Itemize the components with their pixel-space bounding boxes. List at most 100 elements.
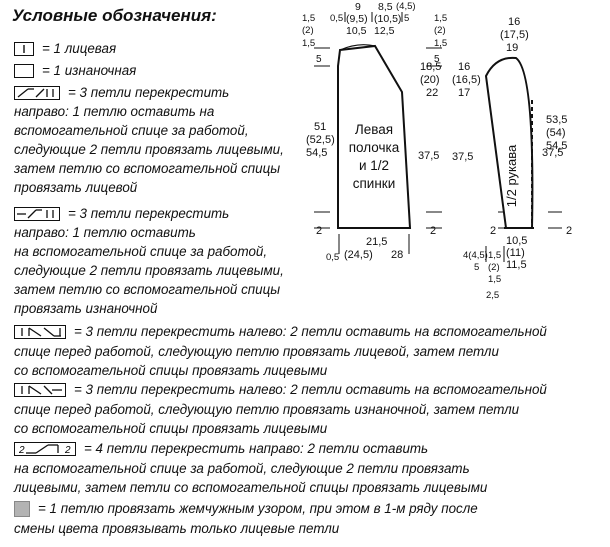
legend-line: = 3 петли перекрестить [68, 85, 230, 100]
legend-line: направо: 1 петлю оставить на [14, 104, 215, 119]
neckline-curve [339, 44, 376, 51]
body-label-line: и 1/2 [359, 158, 389, 173]
legend-line: смены цвета провязывать только лицевые п… [14, 521, 340, 536]
body-label-line: Левая [355, 122, 393, 137]
dim-sleeve-length: (54) [546, 127, 566, 139]
dim-bottom-small: 0,5 [326, 252, 339, 263]
legend-item-seed: = 1 петлю провязать жемчужным узором, пр… [14, 498, 478, 519]
legend-line: = 3 петли перекрестить налево: 2 петли о… [74, 324, 547, 339]
dim-sleeve-length: 53,5 [546, 114, 567, 126]
dim-cuff-left: 5 [474, 262, 479, 273]
legend-line: вспомогательной спице за работой, [14, 123, 249, 138]
dim-neck: (9,5) [346, 13, 368, 25]
dim-sleeve-hem-right: 2 [566, 225, 572, 237]
dim-sleeve-mid: 37,5 [542, 147, 563, 159]
legend-line: на вспомогательной спице за работой, сле… [14, 461, 470, 476]
legend-item-cross-right-purl: = 3 петли перекрестить [14, 203, 229, 224]
legend-line: следующие 2 петли провязать лицевыми, [14, 263, 284, 278]
dim-shoulder: (10,5) [374, 13, 401, 25]
dim-left-five: 5 [316, 54, 322, 65]
cross-left-purl-icon [14, 383, 66, 398]
cross-four-digit-right: 2 [64, 445, 71, 456]
dim-shoulder: 8,5 [378, 1, 393, 13]
legend-line: на вспомогательной спице за работой, [14, 244, 268, 259]
dim-neck: 9 [355, 1, 361, 13]
dim-right-top: 1,5 [434, 13, 447, 24]
body-label-line: спинки [353, 176, 396, 191]
purl-symbol-icon [14, 64, 34, 79]
dim-shoulder: 12,5 [374, 25, 395, 37]
dim-sleeve-top: 19 [506, 42, 518, 54]
dim-mid-left: 37,5 [418, 150, 439, 162]
dim-body-height: (52,5) [306, 134, 335, 146]
legend-line: = 1 петлю провязать жемчужным узором, пр… [38, 501, 478, 516]
dim-cuff-width: (11) [506, 247, 525, 259]
legend-title: Условные обозначения: [12, 6, 217, 25]
dim-armhole: 22 [426, 87, 438, 99]
body-label-line: полочка [349, 140, 400, 155]
dim-hem-left: 2 [316, 225, 322, 237]
dim-right-top: (2) [434, 25, 446, 36]
dim-armhole: 18,5 [420, 61, 441, 73]
dim-sleeve-top: 16 [508, 16, 520, 28]
dim-small-top: 0,5 [330, 13, 343, 24]
legend-line: направо: 1 петлю оставить [14, 225, 196, 240]
legend-text-knit: = 1 лицевая [42, 41, 117, 56]
legend-line: лицевыми, затем петли со вспомогательной… [14, 480, 488, 495]
legend-line: следующие 2 петли провязать лицевыми, [14, 142, 284, 157]
dim-left-top: 1,5 [302, 13, 315, 24]
body-piece-outline [337, 44, 412, 229]
dim-bottom-width: 21,5 [366, 236, 387, 248]
dim-sleeve-cap: (16,5) [452, 74, 481, 86]
legend-line: = 3 петли перекрестить налево: 2 петли о… [74, 382, 547, 397]
legend-line: со вспомогательной спицы провязать лицев… [14, 421, 328, 436]
legend-item-cross-left-purl: = 3 петли перекрестить налево: 2 петли о… [14, 379, 547, 400]
dim-bottom-width: 28 [391, 249, 403, 261]
dim-left-top: 1,5 [302, 38, 315, 49]
cross-left-knit-icon [14, 325, 66, 340]
dim-small-top: (4,5) [396, 1, 416, 12]
dim-left-top: (2) [302, 25, 314, 36]
legend-line: = 4 петли перекрестить направо: 2 петли … [84, 441, 429, 456]
dim-sleeve-cap: 16 [458, 61, 470, 73]
dim-hem-right: 2 [430, 225, 436, 237]
dim-sleeve-hem-left: 2 [490, 225, 496, 237]
legend-item-cross-left-knit: = 3 петли перекрестить налево: 2 петли о… [14, 321, 547, 342]
dim-cuff-bottom: 2,5 [486, 290, 499, 301]
legend-line: = 3 петли перекрестить [68, 206, 230, 221]
dim-sleeve-cap: 17 [458, 87, 470, 99]
cross-right-purl-icon [14, 207, 60, 222]
dim-right-top: 1,5 [434, 38, 447, 49]
legend-line: со вспомогательной спицы провязать лицев… [14, 363, 328, 378]
legend-line: спице перед работой, следующую петлю про… [14, 344, 499, 359]
dim-cuff-small: 1,5 [488, 274, 501, 285]
legend-line: провязать лицевой [14, 180, 138, 195]
cross-four-digit-left: 2 [18, 445, 25, 456]
dim-mid-right: 37,5 [452, 151, 473, 163]
dim-cuff-small: (2) [488, 262, 500, 273]
legend-text-purl: = 1 изнаночная [42, 63, 137, 78]
dim-bottom-width: (24,5) [344, 249, 373, 261]
legend-line: затем петлю со вспомогательной спицы [14, 161, 281, 176]
dim-right-five: 5 [434, 54, 440, 65]
legend-item-knit: = 1 лицевая [14, 38, 116, 59]
legend-item-purl: = 1 изнаночная [14, 60, 136, 81]
dim-body-height: 51 [314, 121, 326, 133]
dim-cuff-width: 11,5 [506, 259, 527, 271]
legend-line: спице перед работой, следующую петлю про… [14, 402, 520, 417]
dim-sleeve-top: (17,5) [500, 29, 529, 41]
dim-sleeve-length: 54,5 [546, 140, 567, 152]
legend-line: затем петлю со вспомогательной спицы [14, 282, 281, 297]
knit-symbol-icon [14, 42, 34, 57]
dim-small-top: 5 [404, 13, 409, 24]
sleeve-label: 1/2 рукава [504, 144, 519, 207]
dim-cuff-small: 1,5 [488, 250, 501, 261]
seed-stitch-icon [14, 501, 30, 518]
cross-right-knit-icon [14, 86, 60, 101]
dim-armhole: (20) [420, 74, 440, 86]
dim-body-height: 54,5 [306, 147, 327, 159]
dim-cuff-width: 10,5 [506, 235, 527, 247]
